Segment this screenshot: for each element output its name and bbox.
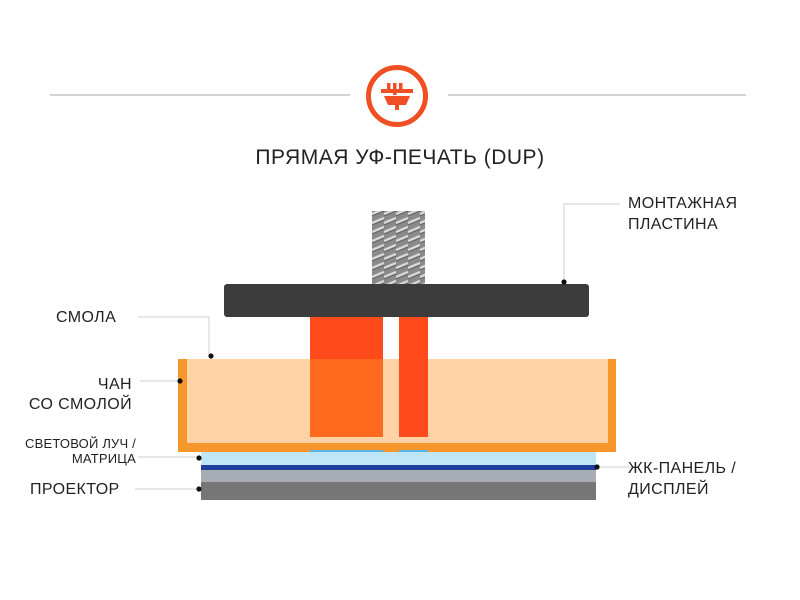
leader-lines bbox=[135, 203, 640, 490]
label-resin: СМОЛА bbox=[56, 309, 117, 326]
diagram-title: ПРЯМАЯ УФ-ПЕЧАТЬ (DUP) bbox=[255, 146, 545, 169]
label-light-beam: СВЕТОВОЙ ЛУЧ / МАТРИЦА bbox=[25, 436, 136, 466]
lcd-base bbox=[201, 470, 596, 482]
label-projector: ПРОЕКТОР bbox=[30, 481, 120, 498]
projector bbox=[201, 482, 596, 500]
header-divider-left bbox=[50, 94, 350, 96]
label-build-plate: МОНТАЖНАЯ ПЛАСТИНА bbox=[628, 195, 738, 233]
build-plate bbox=[224, 284, 589, 317]
printed-part-small bbox=[399, 317, 428, 437]
header-divider-right bbox=[448, 94, 746, 96]
printed-part-large-top bbox=[310, 317, 383, 359]
resin-fill bbox=[187, 359, 608, 443]
printed-part-large-submerged bbox=[310, 359, 383, 437]
lcd-line bbox=[201, 465, 596, 470]
label-vat: ЧАН СО СМОЛОЙ bbox=[28, 376, 132, 413]
label-lcd-panel: ЖК-ПАНЕЛЬ / ДИСПЛЕЙ bbox=[628, 460, 737, 498]
marker-dots bbox=[177, 279, 600, 492]
threaded-rod bbox=[372, 211, 425, 285]
lcd-glass bbox=[201, 452, 596, 465]
uv-printer-logo-icon bbox=[366, 65, 428, 127]
